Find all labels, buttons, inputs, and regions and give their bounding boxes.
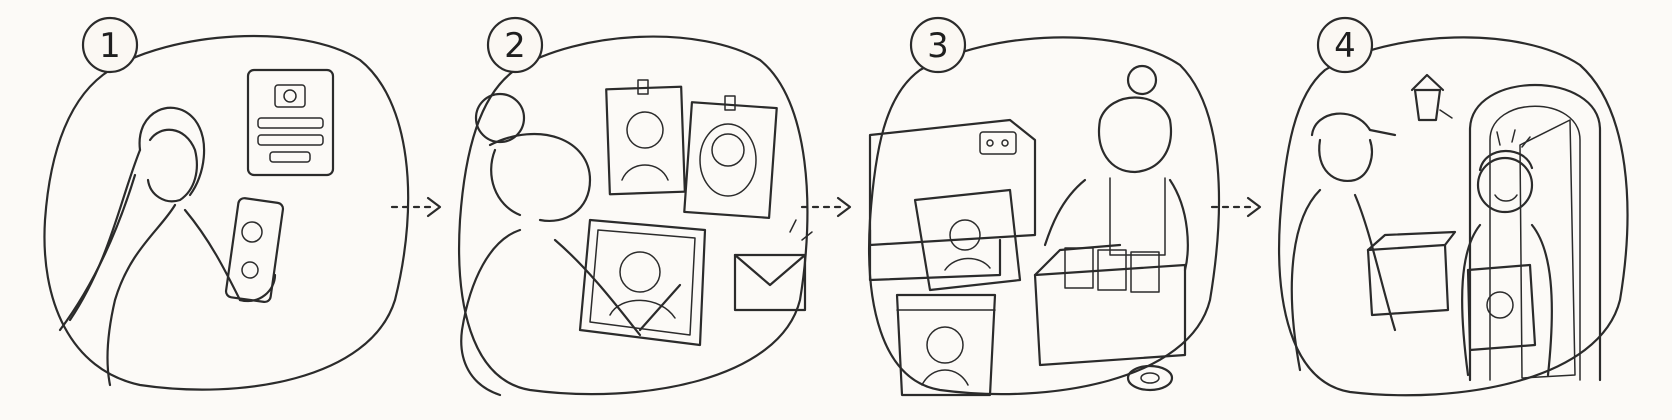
step-badge-3: 3 xyxy=(909,16,967,74)
upload-form-card xyxy=(246,68,335,177)
drawing-tablet xyxy=(578,218,707,347)
arrow-3-to-4 xyxy=(1210,196,1262,218)
step-3-frame xyxy=(868,36,1221,396)
happy-child xyxy=(1461,129,1553,377)
tape-roll xyxy=(1126,364,1174,392)
step-3-panel xyxy=(868,36,1221,397)
step-badge-2: 2 xyxy=(486,16,544,74)
delivery-courier xyxy=(1290,112,1397,372)
step-1-panel xyxy=(43,34,410,391)
stylus-icon xyxy=(638,283,682,332)
step-number-2: 2 xyxy=(504,26,526,66)
step-2-frame xyxy=(458,35,809,396)
arrow-1-to-2 xyxy=(390,196,442,218)
woman-with-phone xyxy=(58,106,285,387)
step-4-panel xyxy=(1278,36,1629,397)
step-1-frame xyxy=(43,34,410,391)
front-door xyxy=(1468,83,1602,382)
arrow-2-to-3 xyxy=(800,196,852,218)
step-number-4: 4 xyxy=(1334,26,1356,66)
step-2-panel xyxy=(458,35,813,397)
parcel-box xyxy=(1366,230,1457,317)
printed-portrait-sheet xyxy=(913,188,1022,292)
step-number-3: 3 xyxy=(927,26,949,66)
step-number-1: 1 xyxy=(99,26,121,66)
step-badge-4: 4 xyxy=(1316,16,1374,74)
portrait-sketch-1 xyxy=(605,79,686,196)
step-badge-1: 1 xyxy=(81,16,139,74)
artist-drawing xyxy=(460,92,642,397)
portrait-sketch-2 xyxy=(683,95,778,219)
step-4-frame xyxy=(1278,36,1629,397)
shipping-box xyxy=(1033,243,1187,367)
camera-icon xyxy=(274,84,306,108)
received-pouch xyxy=(1466,263,1537,352)
packer-person xyxy=(1043,64,1189,272)
portrait-pouch xyxy=(895,293,997,397)
envelope xyxy=(733,219,813,312)
phone-camera-icon xyxy=(241,261,259,279)
printer xyxy=(868,118,1037,282)
phone xyxy=(224,197,285,304)
wall-lantern-icon xyxy=(1410,73,1453,122)
